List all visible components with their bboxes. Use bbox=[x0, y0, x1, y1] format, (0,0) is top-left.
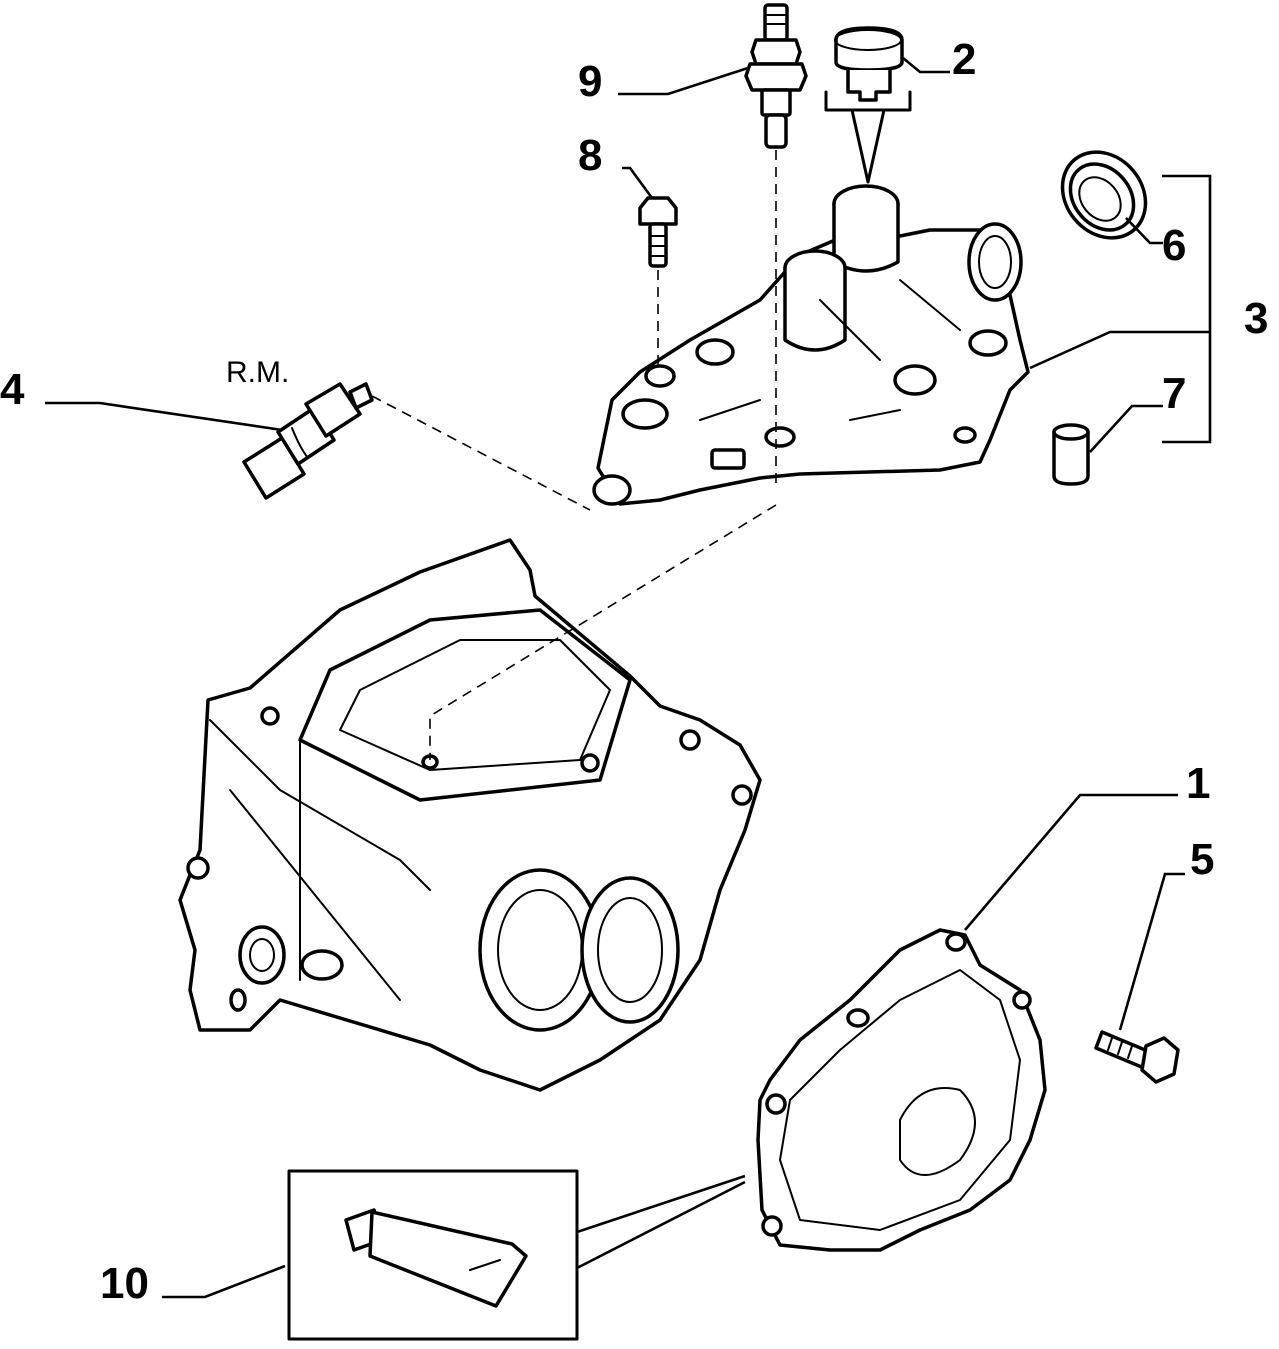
callout-9: 9 bbox=[578, 57, 602, 106]
part-3-cover-housing bbox=[592, 184, 1030, 506]
part-1-side-cover bbox=[756, 928, 1047, 1252]
part-7-bush bbox=[1052, 423, 1090, 486]
part-4-sensor bbox=[242, 382, 374, 500]
callout-2: 2 bbox=[952, 35, 976, 84]
assembly-line-4 bbox=[371, 395, 591, 511]
part-9-breather-stud bbox=[744, 3, 808, 149]
callout-6: 6 bbox=[1162, 221, 1186, 270]
gearbox-housing bbox=[178, 538, 762, 1092]
callout-10: 10 bbox=[100, 1259, 149, 1308]
part-6-seal bbox=[1060, 150, 1148, 240]
callout-3: 3 bbox=[1244, 294, 1268, 343]
bracket-3-6-7 bbox=[1162, 174, 1212, 444]
callout-4: 4 bbox=[0, 365, 25, 414]
note-rm: R.M. bbox=[226, 356, 289, 389]
callout-7: 7 bbox=[1162, 369, 1186, 418]
part-5-bolt bbox=[1094, 1030, 1180, 1084]
callout-5: 5 bbox=[1190, 835, 1214, 884]
assembly-line-cover-housing bbox=[429, 504, 777, 760]
leader-lines bbox=[45, 56, 1210, 1299]
callout-8: 8 bbox=[578, 131, 602, 180]
part-10-sealant-tube bbox=[287, 1169, 746, 1341]
part-2-cap bbox=[824, 26, 912, 184]
callout-1: 1 bbox=[1186, 759, 1210, 808]
part-8-bolt bbox=[638, 196, 678, 268]
